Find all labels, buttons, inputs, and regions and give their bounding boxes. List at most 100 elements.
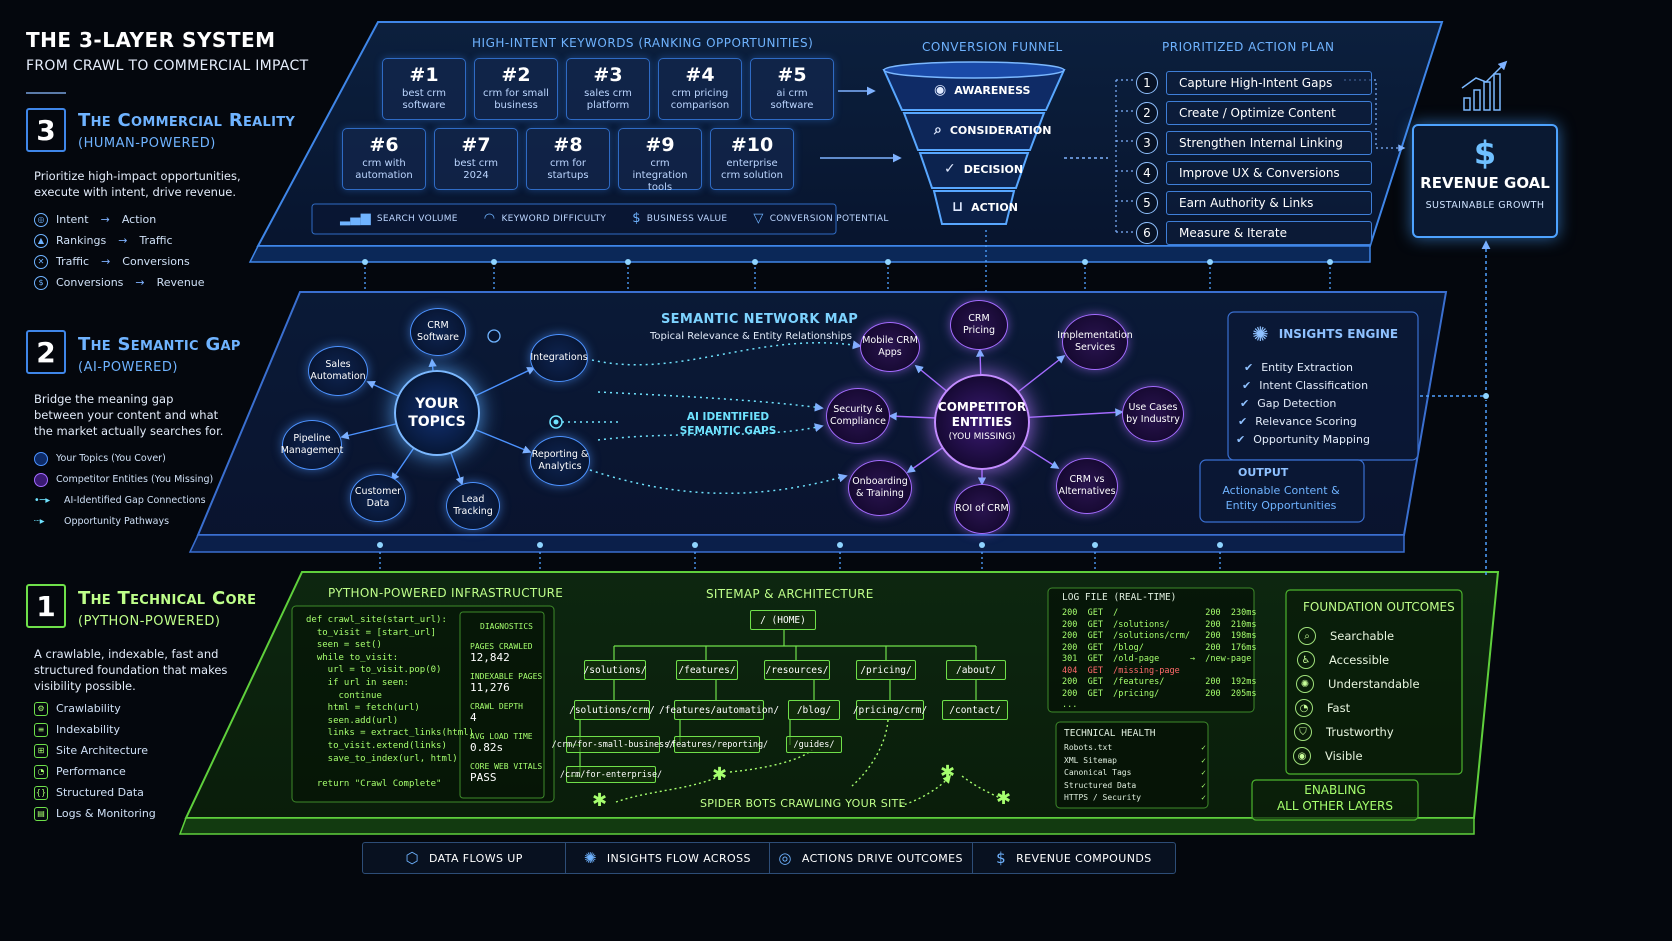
plan-item-row[interactable]: 6 Measure & Iterate xyxy=(1136,218,1372,248)
sitemap-node[interactable]: /features/automation/ xyxy=(659,700,779,720)
layer1-item: ▤Logs & Monitoring xyxy=(34,803,156,824)
sitemap-node[interactable]: /contact/ xyxy=(942,700,1008,720)
sitemap-node[interactable]: /solutions/ xyxy=(584,660,646,680)
topic-node[interactable]: Lead Tracking xyxy=(446,482,500,530)
check-circle-icon: ✓ xyxy=(1201,780,1206,790)
sitemap-node[interactable]: /solutions/crm/ xyxy=(569,700,655,720)
semantic-map-title: SEMANTIC NETWORK MAP xyxy=(661,312,859,327)
funnel-title: CONVERSION FUNNEL xyxy=(922,40,1063,54)
log-row: 200 GET /solutions/ 200 210ms xyxy=(1062,619,1257,630)
competitor-node[interactable]: ROI of CRM xyxy=(954,484,1010,534)
log-row: 200 GET /blog/ 200 176ms xyxy=(1062,642,1257,653)
key-gap-connections: •─▸AI-Identified Gap Connections xyxy=(34,495,206,506)
action-plan-title: PRIORITIZED ACTION PLAN xyxy=(1162,40,1335,54)
revenue-goal-box: $ REVENUE GOAL SUSTAINABLE GROWTH xyxy=(1412,124,1558,238)
growth-chart-icon xyxy=(1461,60,1508,111)
monitor-icon: ▤ xyxy=(34,806,48,821)
sitemap-node[interactable]: /guides/ xyxy=(786,736,842,753)
layer2-number: 2 xyxy=(26,330,66,374)
revenue-goal-title: REVENUE GOAL xyxy=(1420,174,1550,192)
plan-item[interactable]: Measure & Iterate xyxy=(1166,221,1372,245)
sitemap-node[interactable]: /about/ xyxy=(946,660,1006,680)
insights-engine-header: ✺ INSIGHTS ENGINE xyxy=(1252,322,1399,346)
sitemap-home[interactable]: / (HOME) xyxy=(750,610,816,630)
sitemap-node[interactable]: /resources/ xyxy=(764,660,830,680)
sitemap-node[interactable]: /pricing/crm/ xyxy=(853,700,927,720)
plan-item[interactable]: Create / Optimize Content xyxy=(1166,101,1372,125)
sitemap-title: SITEMAP & ARCHITECTURE xyxy=(706,587,874,601)
outcome-item: ⛉Trustworthy xyxy=(1294,720,1420,744)
layer1-number: 1 xyxy=(26,584,66,628)
plan-item[interactable]: Earn Authority & Links xyxy=(1166,191,1372,215)
sitemap-node[interactable]: /features/ xyxy=(676,660,738,680)
plan-item[interactable]: Capture High-Intent Gaps xyxy=(1166,71,1372,95)
flow-item: ✕Traffic→Conversions xyxy=(34,251,205,272)
layer2-key-list: Your Topics (You Cover) Competitor Entit… xyxy=(34,448,213,532)
competitor-node[interactable]: CRM vs Alternatives xyxy=(1056,458,1118,514)
bottom-summary-bar: ⬡DATA FLOWS UP ✺INSIGHTS FLOW ACROSS ◎AC… xyxy=(362,842,1176,874)
plan-item[interactable]: Strengthen Internal Linking xyxy=(1166,131,1372,155)
competitor-node[interactable]: Onboarding & Training xyxy=(848,460,912,516)
layer1-power: (PYTHON-POWERED) xyxy=(78,614,221,629)
sitemap-node[interactable]: /blog/ xyxy=(788,700,840,720)
competitor-entities-hub[interactable]: COMPETITOR ENTITIES (YOU MISSING) xyxy=(934,374,1030,470)
topic-node[interactable]: CRM Software xyxy=(410,308,466,356)
keyword-rank: #4 xyxy=(685,64,715,86)
competitor-node[interactable]: Security & Compliance xyxy=(826,388,890,444)
layer3-flow-list: ◎Intent→Action ▲Rankings→Traffic ✕Traffi… xyxy=(34,209,205,293)
topic-node[interactable]: Reporting & Analytics xyxy=(530,436,590,486)
check-circle-icon: ✓ xyxy=(1201,743,1206,752)
layer1-item: ⚙Crawlability xyxy=(34,698,156,719)
sitemap-node[interactable]: /features/reporting/ xyxy=(666,736,768,753)
competitor-node[interactable]: Use Cases by Industry xyxy=(1122,386,1184,442)
topic-node[interactable]: Customer Data xyxy=(350,474,406,522)
funnel-stage-action: ⊔ACTION xyxy=(952,199,1018,215)
sitemap-node[interactable]: /crm/for-small-business/ xyxy=(552,736,674,753)
keyword-metrics: ▂▄▆SEARCH VOLUME ◠KEYWORD DIFFICULTY $BU… xyxy=(340,211,889,226)
purple-node-icon xyxy=(34,472,48,487)
plan-number: 6 xyxy=(1136,222,1158,244)
plan-number: 5 xyxy=(1136,192,1158,214)
check-icon: ✔ xyxy=(1242,378,1252,392)
plan-item[interactable]: Improve UX & Conversions xyxy=(1166,161,1372,185)
target-icon: ◎ xyxy=(778,849,792,867)
health-label: HTTPS / Security xyxy=(1064,793,1142,802)
topic-node[interactable]: Integrations xyxy=(530,334,588,382)
sitemap-icon: ⊞ xyxy=(34,743,48,758)
plan-item-row[interactable]: 5 Earn Authority & Links xyxy=(1136,188,1372,218)
funnel-stage-decision: ✓DECISION xyxy=(944,161,1024,177)
sitemap-node[interactable]: /pricing/ xyxy=(856,660,916,680)
topic-node[interactable]: Pipeline Management xyxy=(281,420,343,470)
competitor-node[interactable]: Implementation Services xyxy=(1057,314,1133,370)
search-icon: ⌕ xyxy=(1298,627,1316,645)
check-icon: ✔ xyxy=(1240,396,1250,410)
index-icon: ≡ xyxy=(34,722,48,737)
brain-icon: ✺ xyxy=(583,849,597,867)
output-title: OUTPUT xyxy=(1238,466,1289,479)
topic-node[interactable]: Sales Automation xyxy=(308,346,368,396)
outcome-item: ◔Fast xyxy=(1295,696,1420,720)
sitemap-node[interactable]: /crm/for-enterprise/ xyxy=(560,766,662,783)
competitor-node[interactable]: Mobile CRM Apps xyxy=(860,322,920,372)
competitor-node[interactable]: CRM Pricing xyxy=(950,300,1008,350)
your-topics-hub[interactable]: YOUR TOPICS xyxy=(394,370,480,456)
check-circle-icon: ✓ xyxy=(1201,768,1206,777)
